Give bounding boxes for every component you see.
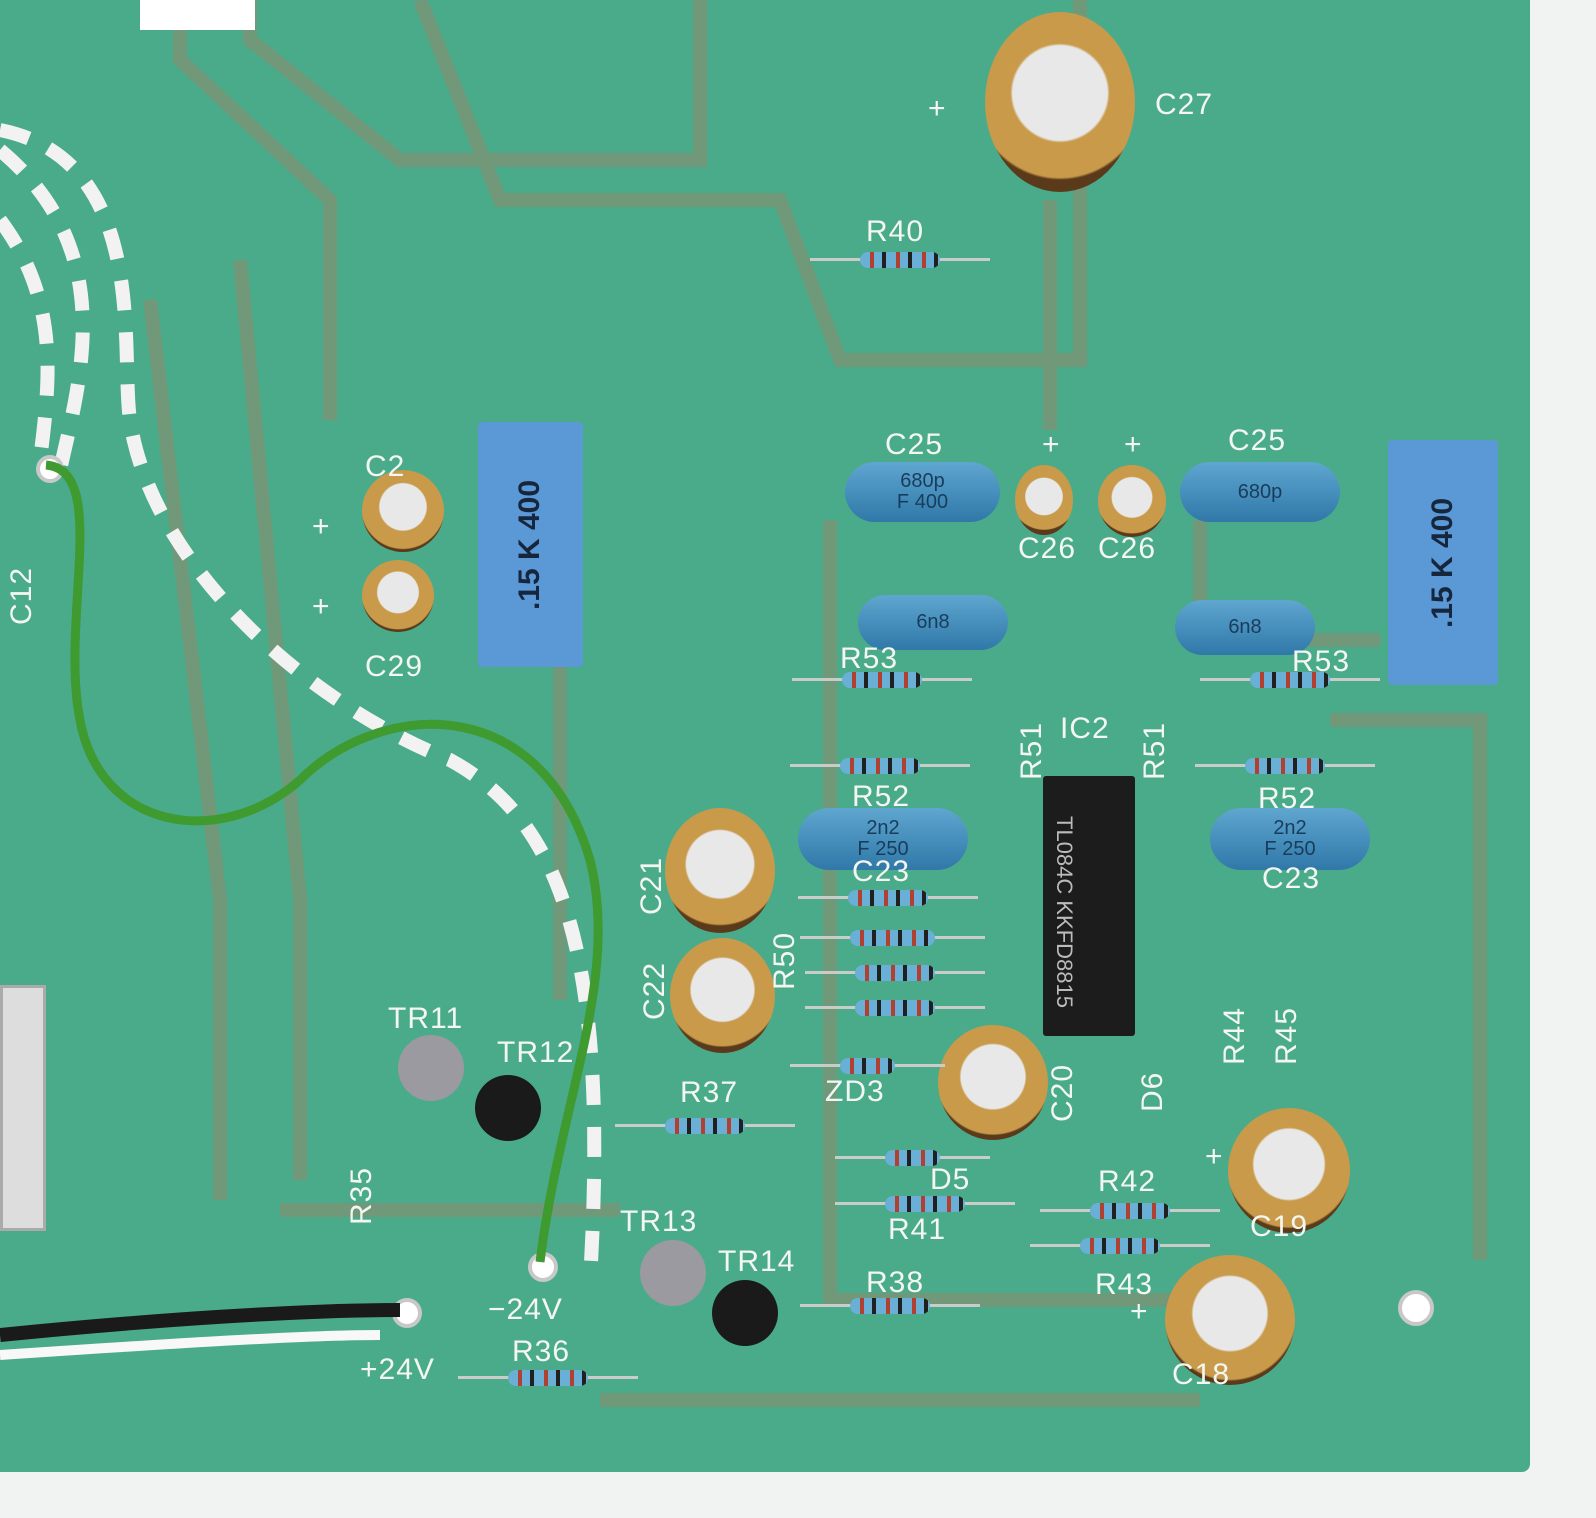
label-r53: R53 (840, 642, 899, 675)
capacitor-c24-left: 6n8 (858, 595, 1008, 650)
label-c20: C20 (1046, 1063, 1079, 1122)
capacitor-c22 (670, 938, 775, 1053)
label-plus: + (312, 590, 331, 623)
resistor (1080, 1238, 1160, 1254)
mounting-cutout (140, 0, 255, 30)
label-c19: C19 (1250, 1210, 1309, 1243)
capacitor-c28 (362, 470, 444, 552)
label-c29: C29 (365, 650, 424, 683)
label-c25: C25 (885, 428, 944, 461)
label-c21: C21 (635, 856, 668, 915)
label-tr12: TR12 (497, 1036, 575, 1069)
capacitor-c26-right (1098, 465, 1166, 537)
capacitor-c18 (1165, 1255, 1295, 1385)
label-neg24v: −24V (488, 1293, 563, 1326)
capacitor-c26-left (1015, 465, 1073, 535)
label-r50: R50 (768, 931, 801, 990)
label-plus: + (928, 92, 947, 125)
label-r42: R42 (1098, 1165, 1157, 1198)
label-plus: + (1130, 1295, 1149, 1328)
label-r38: R38 (866, 1266, 925, 1299)
resistor (848, 890, 928, 906)
resistor (885, 1150, 940, 1166)
mounting-hole (1398, 1290, 1434, 1326)
label-c25: C25 (1228, 424, 1287, 457)
transistor-tr14 (712, 1280, 778, 1346)
label-r51: R51 (1138, 721, 1171, 780)
connector (0, 985, 46, 1231)
label-r36: R36 (512, 1335, 571, 1368)
resistor (860, 252, 940, 268)
film-capacitor-right: .15 K 400 (1388, 440, 1498, 685)
label-c23: C23 (1262, 862, 1321, 895)
transistor-tr11 (398, 1035, 464, 1101)
resistor (850, 1298, 930, 1314)
label-c26: C26 (1098, 532, 1157, 565)
label-r40: R40 (866, 215, 925, 248)
transistor-tr13 (640, 1240, 706, 1306)
label-r41: R41 (888, 1213, 947, 1246)
label-tr13: TR13 (620, 1205, 698, 1238)
resistor (1090, 1203, 1170, 1219)
label-r37: R37 (680, 1076, 739, 1109)
label-r45: R45 (1270, 1006, 1303, 1065)
label-d5: D5 (930, 1163, 971, 1196)
label-c28: C2 (365, 450, 406, 483)
resistor (1250, 672, 1330, 688)
label-r35: R35 (345, 1166, 378, 1225)
ic-tl084c: TL084C KKFD8815 (1043, 776, 1135, 1036)
label-zd3: ZD3 (825, 1075, 885, 1108)
label-plus: + (1124, 428, 1143, 461)
capacitor-c29 (362, 560, 434, 632)
resistor (665, 1118, 745, 1134)
capacitor-c27 (985, 12, 1135, 192)
label-ic2: IC2 (1060, 712, 1110, 745)
resistor (885, 1196, 965, 1212)
label-plus: + (1205, 1140, 1224, 1173)
resistor (840, 758, 920, 774)
label-pos24v: +24V (360, 1353, 435, 1386)
label-r51: R51 (1015, 721, 1048, 780)
label-c23: C23 (852, 855, 911, 888)
label-r44: R44 (1218, 1006, 1251, 1065)
label-c18: C18 (1172, 1358, 1231, 1391)
label-r52: R52 (1258, 782, 1317, 815)
resistor (850, 930, 935, 946)
resistor (508, 1370, 588, 1386)
label-d6: D6 (1136, 1071, 1169, 1112)
resistor (855, 965, 935, 981)
label-c22: C22 (638, 961, 671, 1020)
wires (0, 460, 603, 1360)
label-plus: + (1042, 428, 1061, 461)
label-r43: R43 (1095, 1268, 1154, 1301)
capacitor-c20 (938, 1025, 1048, 1140)
film-capacitor-left: .15 K 400 (478, 422, 583, 667)
resistor (842, 672, 922, 688)
label-tr11: TR11 (388, 1002, 464, 1035)
label-c26: C26 (1018, 532, 1077, 565)
capacitor-c24-right: 6n8 (1175, 600, 1315, 655)
label-c27: C27 (1155, 88, 1214, 121)
label-r52: R52 (852, 780, 911, 813)
label-c12: C12 (5, 566, 38, 625)
label-r53: R53 (1292, 645, 1351, 678)
capacitor-c19 (1228, 1108, 1350, 1233)
resistor (1245, 758, 1325, 774)
capacitor-c25-right: 680p (1180, 462, 1340, 522)
transistor-tr12 (475, 1075, 541, 1141)
resistor (840, 1058, 895, 1074)
resistor (855, 1000, 935, 1016)
copper-traces (0, 0, 1487, 1407)
label-plus: + (312, 510, 331, 543)
label-tr14: TR14 (718, 1245, 796, 1278)
capacitor-c21 (665, 808, 775, 933)
